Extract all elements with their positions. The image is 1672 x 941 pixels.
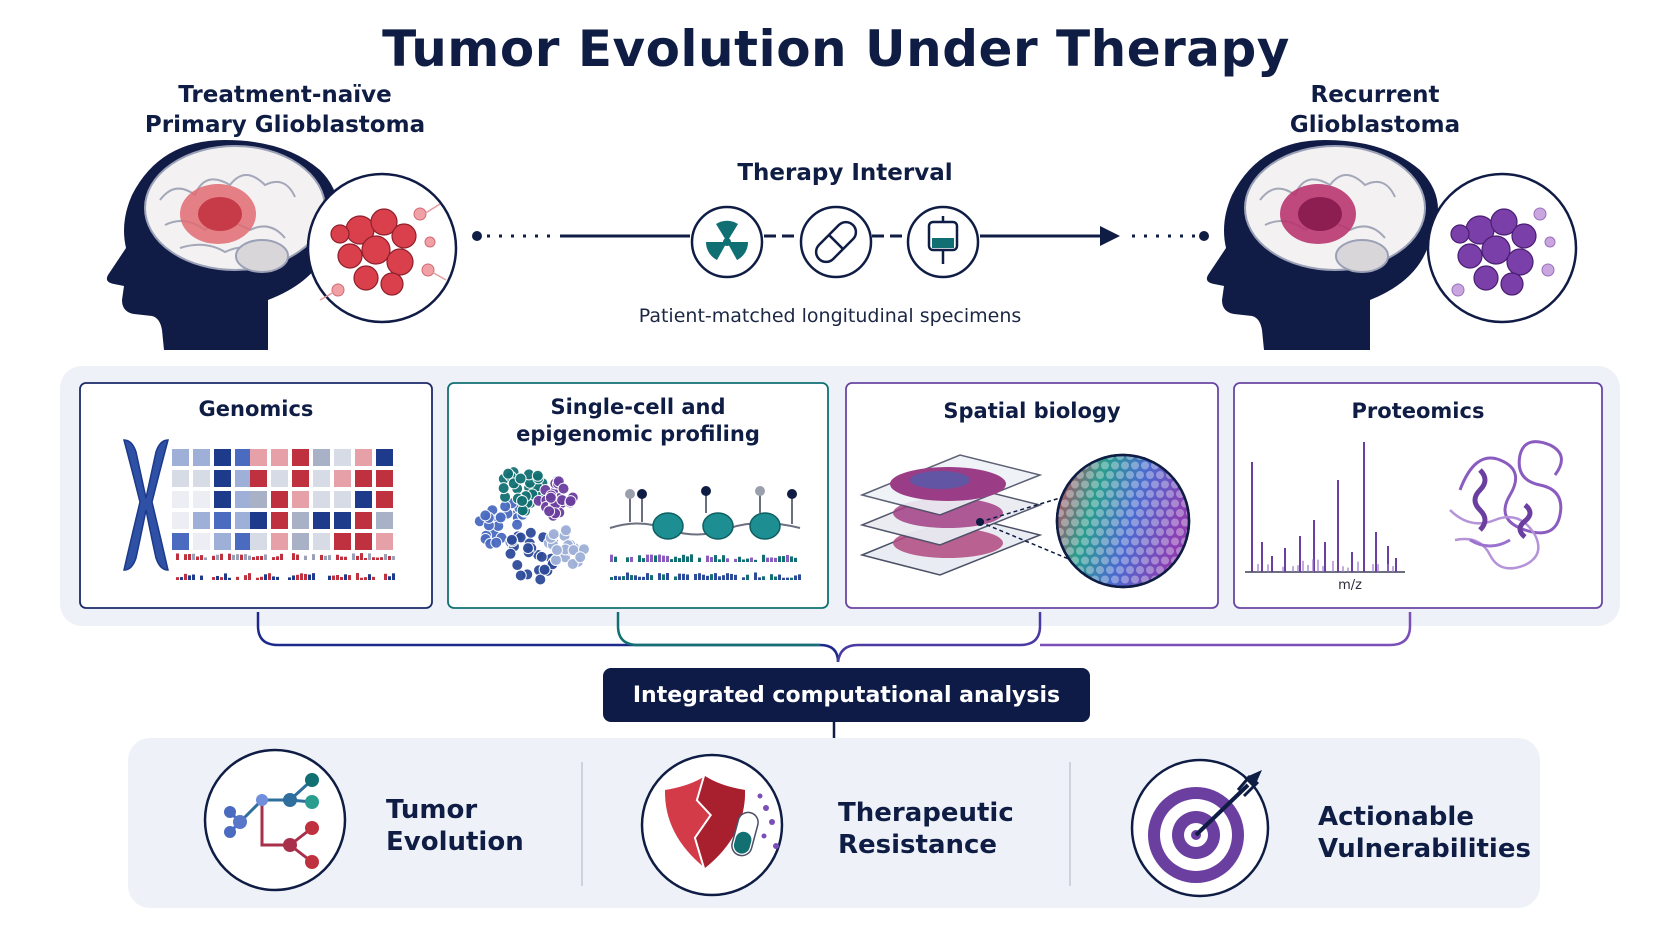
- primary-head-icon: [106, 140, 338, 350]
- iv-bag-icon: [906, 205, 980, 279]
- panel-connectors: [256, 612, 1412, 663]
- recurrent-label-line2: Glioblastoma: [1289, 112, 1461, 138]
- mass-spectrum-icon: [1245, 442, 1405, 573]
- recurrent-head-icon: [1206, 140, 1438, 350]
- genomics-title: Genomics: [198, 397, 314, 421]
- singlecell-card: [447, 382, 829, 609]
- outcome-3-line1: Actionable: [1318, 802, 1474, 832]
- target-icon: [1130, 758, 1270, 898]
- chromosome-icon: [123, 439, 169, 571]
- cell-clusters-icon: [473, 466, 590, 586]
- outcome-1-line1: Tumor: [386, 795, 478, 825]
- therapy-interval-label: Therapy Interval: [737, 160, 953, 186]
- nucleosome-icon: [609, 486, 801, 540]
- proteomics-title: Proteomics: [1351, 399, 1485, 423]
- outcome-2-line2: Resistance: [838, 830, 998, 860]
- genomics-heatmap: [172, 449, 393, 550]
- spectrum-axis-label: m/z: [1338, 578, 1362, 593]
- outcome-therapeutic-resistance: Therapeutic Resistance: [838, 797, 1014, 861]
- integrated-analysis-banner: Integrated computational analysis: [603, 668, 1090, 722]
- primary-tumor-cells-icon: [306, 172, 458, 324]
- specimens-caption: Patient-matched longitudinal specimens: [638, 305, 1022, 327]
- recurrent-label-line1: Recurrent: [1310, 82, 1440, 108]
- genomics-card: [79, 382, 433, 609]
- singlecell-title-line2: epigenomic profiling: [516, 422, 760, 446]
- singlecell-title: Single-cell and epigenomic profiling: [448, 394, 828, 448]
- page-title: Tumor Evolution Under Therapy: [382, 20, 1290, 78]
- therapy-timeline: [472, 226, 1209, 246]
- outcome-2-line1: Therapeutic: [838, 798, 1014, 828]
- proteomics-card: [1233, 382, 1603, 609]
- primary-label-line2: Primary Glioblastoma: [144, 112, 426, 138]
- outcome-1-line2: Evolution: [386, 827, 524, 857]
- singlecell-tracks: [610, 554, 801, 580]
- tissue-section-stack-icon: [859, 454, 1096, 576]
- spatial-card: [845, 382, 1219, 609]
- recurrent-tumor-label: Recurrent Glioblastoma: [1220, 80, 1530, 140]
- phylogenetic-tree-icon: [203, 748, 347, 892]
- radiation-icon: [690, 205, 764, 279]
- capsule-icon: [799, 205, 873, 279]
- outcome-actionable-vulnerabilities: Actionable Vulnerabilities: [1318, 801, 1531, 865]
- recurrent-tumor-cells-icon: [1426, 172, 1578, 324]
- outcome-tumor-evolution: Tumor Evolution: [386, 794, 524, 858]
- broken-shield-icon: [640, 753, 784, 897]
- outcome-3-line2: Vulnerabilities: [1318, 834, 1531, 864]
- spatial-title: Spatial biology: [943, 399, 1121, 423]
- singlecell-title-line1: Single-cell and: [550, 395, 726, 419]
- genomics-tracks: [176, 553, 395, 580]
- protein-structure-icon: [1449, 440, 1563, 570]
- primary-label-line1: Treatment-naïve: [178, 82, 392, 108]
- primary-tumor-label: Treatment-naïve Primary Glioblastoma: [110, 80, 460, 140]
